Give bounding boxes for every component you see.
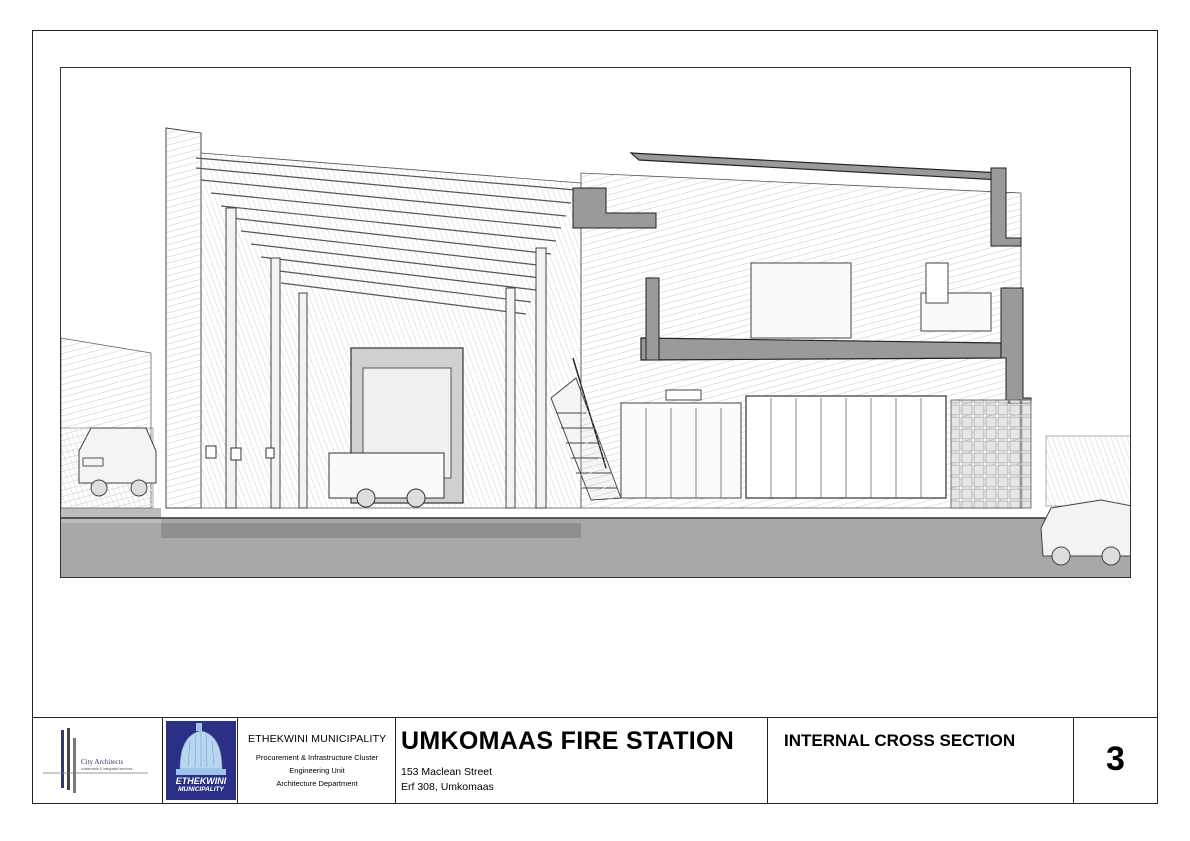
sheet-title: INTERNAL CROSS SECTION	[784, 731, 1016, 750]
municipality-cell: ETHEKWINI MUNICIPALITY Procurement & Inf…	[238, 718, 396, 803]
city-architects-logo	[43, 728, 148, 793]
sheet-number: 3	[1106, 740, 1125, 778]
municipality-cluster: Procurement & Infrastructure Cluster	[255, 753, 379, 762]
project-title: UMKOMAAS FIRE STATION	[401, 727, 735, 755]
ethekwini-logo-line2: MUNICIPALITY	[178, 786, 224, 793]
project-address: 153 Maclean Street	[401, 766, 493, 778]
sheet-title-cell: INTERNAL CROSS SECTION	[768, 718, 1074, 803]
ground-section	[61, 508, 1130, 577]
cross-section-sketch	[61, 127, 1130, 577]
project-erf: Erf 308, Umkomaas	[401, 781, 494, 793]
project-cell: UMKOMAAS FIRE STATION 153 Maclean Street…	[396, 718, 768, 803]
sheet-number-cell: 3	[1074, 718, 1157, 803]
engine-bay	[165, 127, 582, 509]
two-storey-section	[572, 152, 1032, 509]
city-hall-dome-icon	[176, 723, 226, 775]
breeze-block-wall	[950, 399, 1032, 509]
city-architects-tagline: sustainable & integrated services	[81, 767, 133, 771]
municipality-name: ETHEKWINI MUNICIPALITY	[248, 733, 387, 745]
ethekwini-logo-cell: ETHEKWINI MUNICIPALITY	[163, 718, 238, 803]
title-block: City Architects sustainable & integrated…	[32, 717, 1158, 804]
city-architects-name: City Architects	[81, 758, 124, 766]
ethekwini-logo-line1: ETHEKWINI	[175, 776, 227, 786]
right-neighbour-area	[1040, 435, 1130, 566]
ethekwini-logo: ETHEKWINI MUNICIPALITY	[166, 721, 236, 800]
cross-section-drawing	[60, 67, 1131, 578]
city-architects-logo-cell: City Architects sustainable & integrated…	[33, 718, 163, 803]
municipality-department: Architecture Department	[276, 779, 358, 788]
municipality-unit: Engineering Unit	[289, 766, 345, 775]
parked-car-left	[78, 427, 157, 497]
